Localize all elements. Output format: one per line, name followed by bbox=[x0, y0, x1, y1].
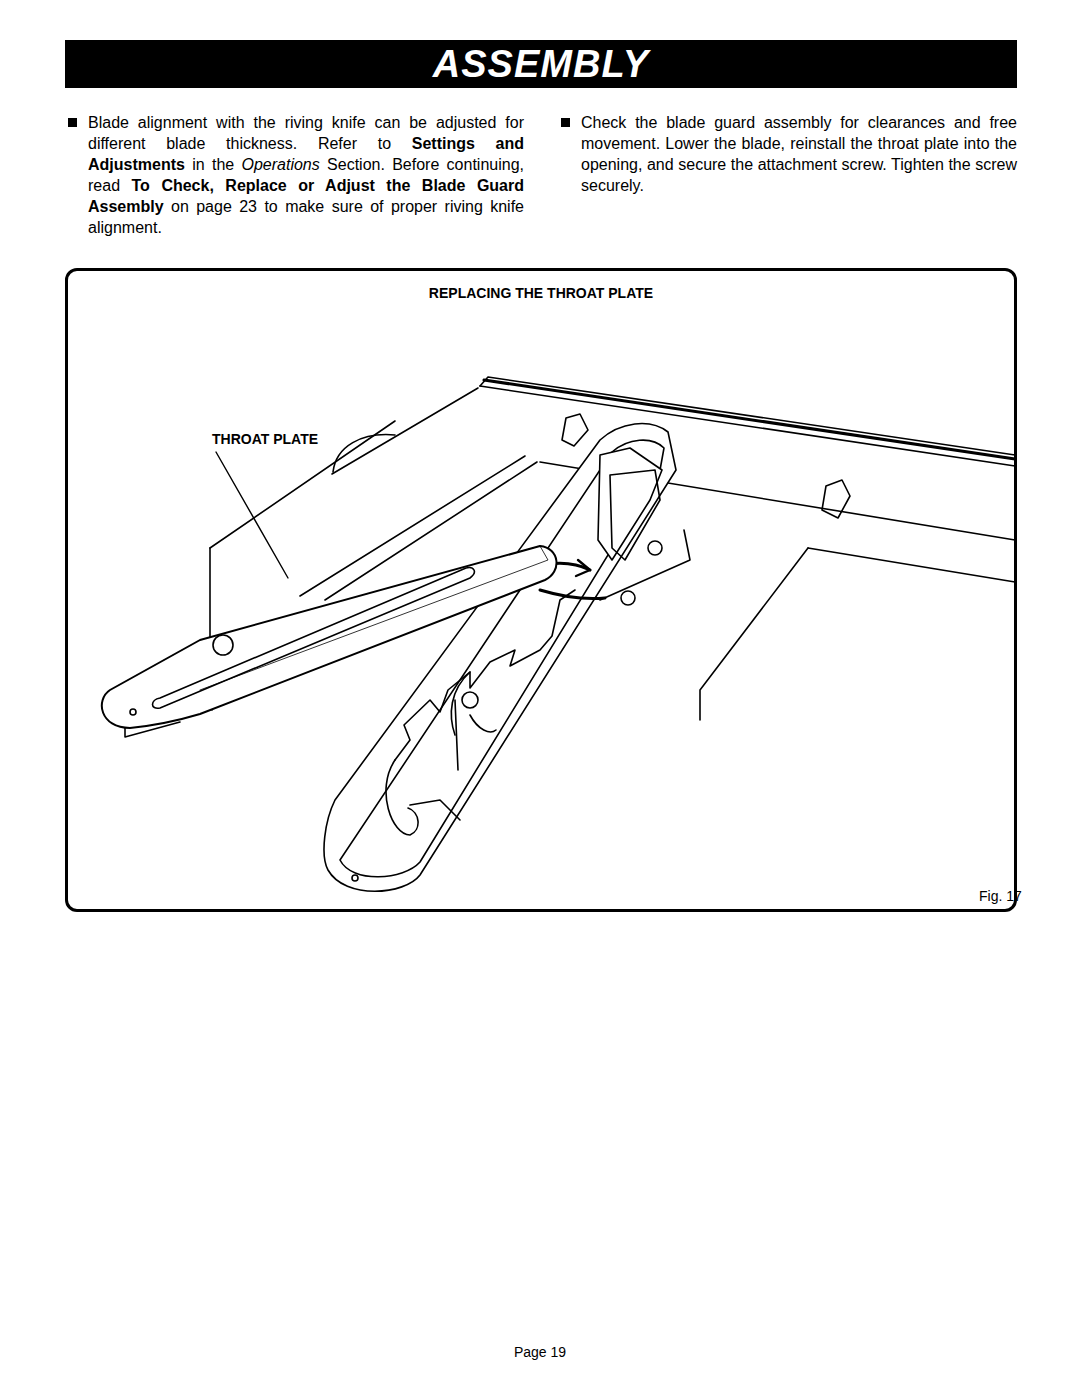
figure-heading: REPLACING THE THROAT PLATE bbox=[68, 285, 1014, 301]
body-paragraph: Check the blade guard assembly for clear… bbox=[581, 112, 1017, 196]
figure-panel: REPLACING THE THROAT PLATE bbox=[65, 268, 1017, 912]
italic-reference: Operations bbox=[242, 156, 320, 173]
bullet-square bbox=[561, 118, 570, 127]
title-band: ASSEMBLY bbox=[65, 40, 1017, 88]
body-text: in the bbox=[192, 156, 234, 173]
part-label: THROAT PLATE bbox=[212, 431, 318, 447]
bullet-square bbox=[68, 118, 77, 127]
figure-number: Fig. 17 bbox=[979, 888, 1022, 904]
body-paragraph: Blade alignment with the riving knife ca… bbox=[88, 112, 524, 238]
page-title: ASSEMBLY bbox=[433, 43, 649, 86]
page-number: Page 19 bbox=[514, 1344, 566, 1360]
body-text: Check the blade guard assembly for clear… bbox=[581, 114, 1017, 194]
